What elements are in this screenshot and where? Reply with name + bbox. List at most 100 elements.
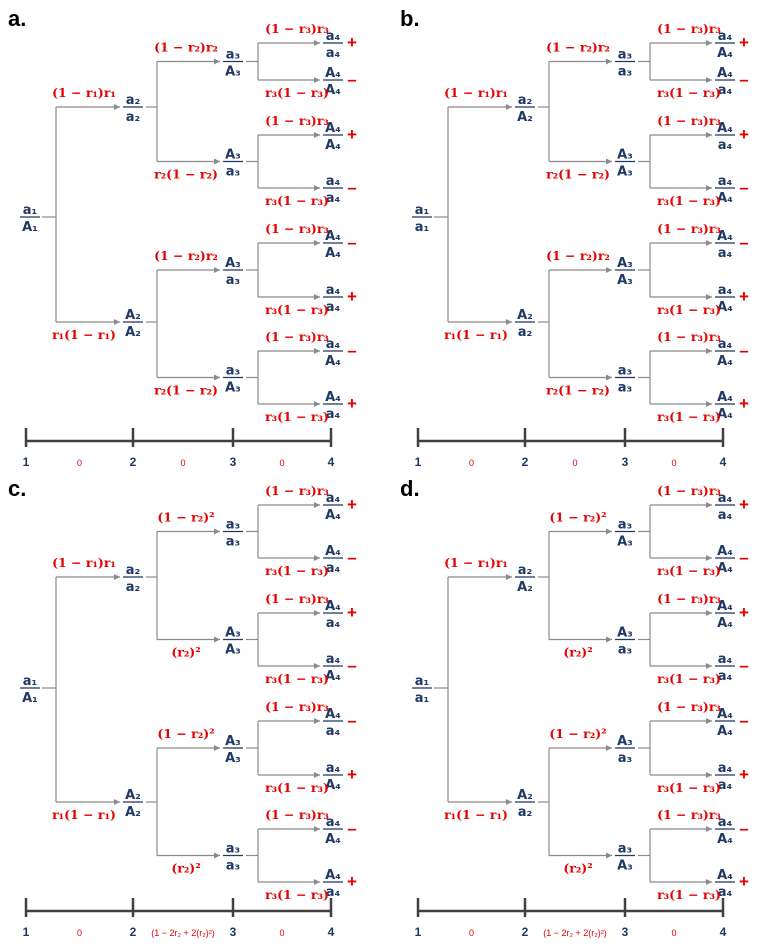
panel-label: b. (400, 6, 420, 31)
gen2-rate-label: (1 − r₁)r₁ (52, 85, 116, 100)
gen4-sign: + (347, 125, 357, 144)
genotype-top-allele: a₄ (718, 491, 733, 506)
genotype-bottom-allele: a₄ (326, 46, 341, 61)
genotype-top-allele: a₄ (718, 174, 733, 189)
gen3-rate-label: (1 − r₂)² (157, 726, 214, 741)
gen4-sign: – (739, 711, 748, 730)
genotype-top-allele: a₁ (415, 674, 429, 689)
gen2-rate-label: r₁(1 − r₁) (444, 327, 508, 342)
genotype-bottom-allele: A₄ (717, 354, 733, 369)
genotype-top-allele: a₁ (23, 203, 37, 218)
gen3-genotype: A₃ A₃ (615, 256, 635, 288)
gen3-rate-label: (r₂)² (563, 861, 592, 876)
interval-rate-label: 0 (469, 928, 474, 938)
gen4-rate-label: r₃(1 − r₃) (657, 887, 721, 902)
genotype-top-allele: A₄ (325, 599, 341, 614)
gen3-genotype: a₃ a₃ (223, 842, 243, 874)
gen2-rate-label: (1 − r₁)r₁ (444, 85, 508, 100)
genotype-top-allele: A₂ (125, 308, 141, 323)
gen2-rate-label: r₁(1 − r₁) (444, 807, 508, 822)
gen4-sign: + (739, 33, 749, 52)
gen3-rate-label: r₂(1 − r₂) (546, 383, 610, 398)
genotype-top-allele: a₄ (326, 29, 341, 44)
genotype-bottom-allele: A₁ (22, 220, 38, 235)
genotype-bottom-allele: a₄ (718, 778, 733, 793)
genotype-bottom-allele: a₄ (326, 191, 341, 206)
gen4-rate-label: r₃(1 − r₃) (657, 302, 721, 317)
gen4-sign: – (347, 178, 356, 197)
gen4-rate-label: (1 − r₃)r₃ (265, 113, 329, 128)
genotype-top-allele: A₄ (717, 229, 733, 244)
genotype-top-allele: A₄ (717, 121, 733, 136)
gen4-rate-label: (1 − r₃)r₃ (657, 483, 721, 498)
genotype-bottom-allele: A₄ (325, 778, 341, 793)
gen2-rate-label: r₁(1 − r₁) (52, 327, 116, 342)
gen4-rate-label: r₃(1 − r₃) (265, 780, 329, 795)
genotype-bottom-allele: a₄ (326, 300, 341, 315)
genotype-top-allele: A₂ (517, 788, 533, 803)
genotype-top-allele: A₄ (325, 544, 341, 559)
genotype-bottom-allele: A₃ (617, 273, 633, 288)
panel-label: a. (8, 6, 26, 31)
gen2-rate-label: (1 − r₁)r₁ (444, 555, 508, 570)
genotype-top-allele: A₃ (617, 256, 633, 271)
generation-number: 4 (328, 925, 335, 939)
genotype-bottom-allele: a₃ (618, 381, 632, 396)
genotype-bottom-allele: a₃ (226, 859, 240, 874)
gen4-rate-label: (1 − r₃)r₃ (657, 221, 721, 236)
genotype-top-allele: a₄ (718, 283, 733, 298)
genotype-bottom-allele: A₄ (325, 354, 341, 369)
gen4-sign: + (739, 287, 749, 306)
gen3-rate-label: (1 − r₂)r₂ (546, 40, 610, 55)
genotype-top-allele: a₄ (718, 815, 733, 830)
gen4-sign: + (347, 765, 357, 784)
genotype-top-allele: A₄ (325, 229, 341, 244)
gen4-rate-label: (1 − r₃)r₃ (657, 699, 721, 714)
genotype-top-allele: A₄ (717, 868, 733, 883)
genotype-bottom-allele: a₃ (226, 535, 240, 550)
genotype-top-allele: a₄ (718, 761, 733, 776)
generation-number: 1 (23, 925, 30, 939)
gen4-genotype: a₄ A₄ (323, 337, 343, 369)
generation-number: 3 (622, 455, 629, 469)
gen4-sign: + (739, 603, 749, 622)
gen3-rate-label: (1 − r₂)² (157, 510, 214, 525)
genotype-bottom-allele: A₃ (617, 165, 633, 180)
gen4-sign: – (347, 70, 356, 89)
genotype-bottom-allele: a₂ (126, 580, 140, 595)
gen4-sign: – (739, 548, 748, 567)
genotype-top-allele: a₄ (326, 337, 341, 352)
gen4-sign: + (347, 33, 357, 52)
generation-number: 2 (130, 925, 137, 939)
genotype-top-allele: a₃ (226, 842, 240, 857)
genotype-bottom-allele: A₄ (717, 561, 733, 576)
generation-number: 1 (415, 455, 422, 469)
genotype-bottom-allele: A₄ (717, 300, 733, 315)
genotype-bottom-allele: A₃ (225, 65, 241, 80)
genotype-top-allele: A₄ (717, 544, 733, 559)
genotype-top-allele: a₄ (326, 283, 341, 298)
gen3-rate-label: r₂(1 − r₂) (154, 383, 218, 398)
gen4-rate-label: (1 − r₃)r₃ (265, 221, 329, 236)
